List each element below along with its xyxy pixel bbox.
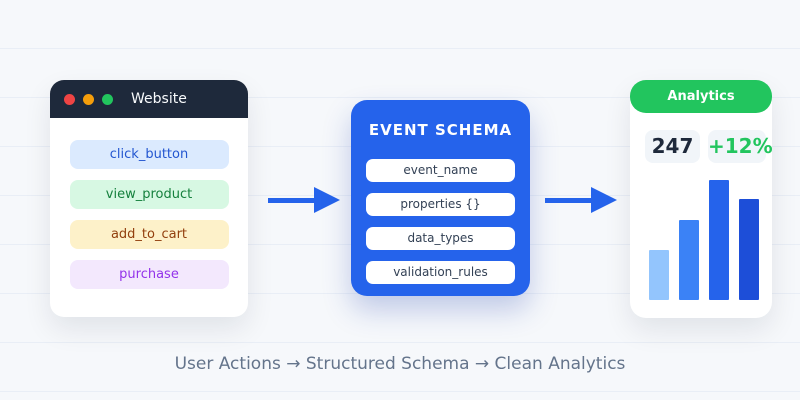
website-card: Website click_button view_product add_to… [50, 80, 248, 317]
schema-field-list: event_name properties {} data_types vali… [351, 159, 530, 284]
bar-chart [649, 180, 759, 300]
analytics-stats-row: 247 +12% [645, 130, 773, 163]
arrow-head-icon [314, 187, 340, 213]
flow-caption: User Actions → Structured Schema → Clean… [174, 354, 626, 374]
event-pill-purchase: purchase [69, 260, 229, 289]
website-card-title: Website [131, 91, 187, 107]
website-card-header: Website [50, 80, 248, 118]
event-pill-add-to-cart: add_to_cart [69, 220, 229, 249]
analytics-card: Analytics 247 +12% [630, 80, 773, 318]
schema-field-validation-rules: validation_rules [366, 261, 515, 284]
bar-bar2 [679, 220, 699, 300]
bar-bar3 [709, 180, 729, 300]
stat-percent-change: +12% [708, 130, 773, 163]
traffic-light-yellow-icon [83, 93, 94, 105]
bar-bar4 [739, 199, 759, 300]
event-schema-title: EVENT SCHEMA [368, 121, 513, 139]
event-pill-click-button: click_button [69, 140, 229, 169]
arrow-line [545, 197, 591, 203]
schema-field-event-name: event_name [366, 159, 515, 182]
flow-arrow-right [545, 187, 617, 213]
event-pill-view-product: view_product [69, 180, 229, 209]
analytics-card-title: Analytics [630, 80, 772, 113]
stat-total-count: 247 [645, 130, 700, 163]
traffic-light-green-icon [102, 93, 113, 105]
arrow-head-icon [591, 187, 617, 213]
arrow-line [268, 197, 314, 203]
traffic-light-red-icon [64, 93, 75, 105]
website-event-list: click_button view_product add_to_cart pu… [50, 140, 248, 289]
schema-field-properties: properties {} [366, 193, 515, 216]
event-schema-card: EVENT SCHEMA event_name properties {} da… [351, 100, 530, 296]
flow-arrow-left [268, 187, 340, 213]
bar-bar1 [649, 250, 669, 300]
schema-field-data-types: data_types [366, 227, 515, 250]
